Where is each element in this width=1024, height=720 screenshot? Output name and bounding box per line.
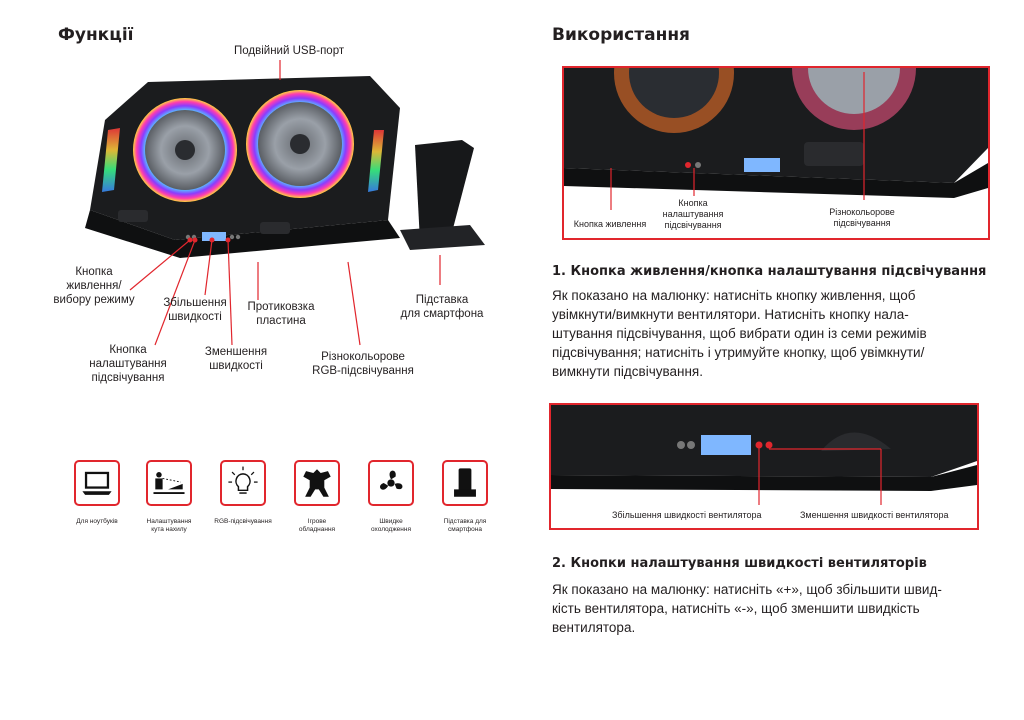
callout-rgb: Різнокольорове RGB-підсвічування (312, 351, 414, 377)
callout-power-mode: Кнопка живлення/ вибору режиму (53, 266, 135, 306)
tilt-angle-icon (146, 460, 192, 506)
callout-light-button: Кнопка налаштування підсвічування (89, 344, 167, 384)
gamer-icon (294, 460, 340, 506)
photo-speed-buttons (549, 403, 979, 530)
photo2-callout-speed-down: Зменшення швидкості вентилятора (800, 510, 949, 520)
features-title: Функції (58, 25, 134, 45)
section1-text: Як показано на малюнку: натисніть кнопку… (552, 288, 927, 379)
section2-title: 2. Кнопки налаштування швидкості вентиля… (552, 556, 927, 571)
laptop-icon (74, 460, 120, 506)
callout-anti-slip: Протиковзка пластина (247, 301, 315, 327)
photo1-callout-rgb: Різнокольорове підсвічування (829, 207, 895, 228)
callout-usb-port: Подвійний USB-порт (234, 45, 345, 57)
light-bulb-icon (220, 460, 266, 506)
cooling-pad-illustration (85, 76, 485, 258)
photo1-callout-light: Кнопка налаштування підсвічування (662, 198, 724, 230)
feature-label-rgb: RGB-підсвічування (214, 518, 272, 525)
feature-label-cooling: Швидке охолодження (371, 518, 411, 533)
callout-phone-stand: Підставка для смартфона (400, 294, 484, 320)
fan-icon (368, 460, 414, 506)
feature-label-laptop: Для ноутбуків (76, 518, 118, 525)
feature-label-tilt: Налаштування кута нахилу (146, 518, 192, 533)
phone-stand-icon (442, 460, 488, 506)
callout-lines-left (129, 60, 441, 346)
photo2-callout-speed-up: Збільшення швидкості вентилятора (612, 510, 762, 520)
feature-label-phone: Підставка для смартфона (443, 518, 487, 533)
feature-label-gaming: Ігрове обладнання (298, 518, 336, 533)
photo-power-light-buttons (562, 66, 990, 240)
section2-text: Як показано на малюнку: натисніть «+», щ… (552, 582, 942, 635)
photo1-callout-power: Кнопка живлення (573, 219, 647, 229)
usage-title: Використання (552, 25, 690, 45)
section1-title: 1. Кнопка живлення/кнопка налаштування п… (552, 264, 987, 279)
callout-speed-up: Збільшення швидкості (163, 297, 227, 323)
callout-speed-down: Зменшення швидкості (204, 346, 268, 372)
